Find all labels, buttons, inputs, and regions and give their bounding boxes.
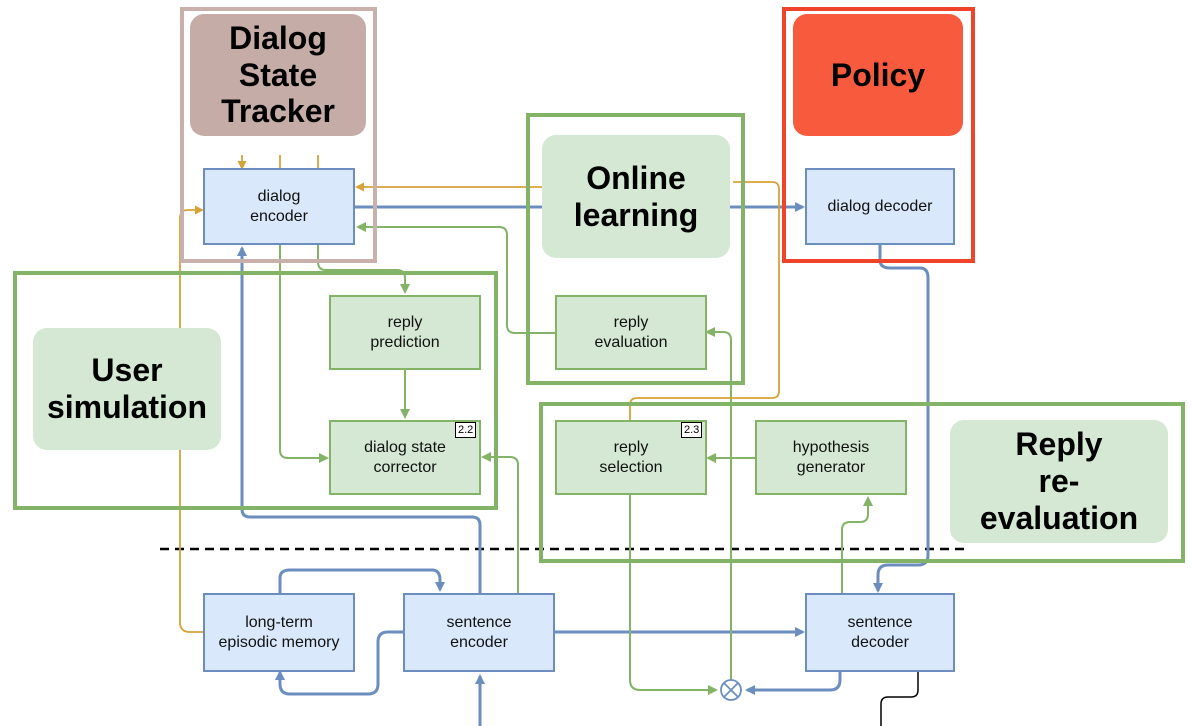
sentence-decoder-node: sentence decoder [805, 593, 955, 672]
policy-title: Policy [793, 14, 963, 136]
edge-encoder-to-corrector [279, 245, 329, 463]
sentence-encoder-node: sentence encoder [403, 593, 555, 672]
corrector-section-badge: 2.2 [455, 422, 477, 438]
long-term-memory-node: long-term episodic memory [203, 593, 355, 672]
online-learning-title: Online learning [542, 135, 730, 258]
dialog-state-tracker-title: Dialog State Tracker [190, 14, 366, 136]
dialog-encoder-node: dialog encoder [203, 168, 355, 245]
edge-selection-feedback [629, 181, 780, 420]
user-simulation-frame [13, 271, 498, 510]
edge-sentence-decoder-to-hypothesis [841, 496, 873, 593]
reply-evaluation-node: reply evaluation [555, 295, 707, 370]
hypothesis-generator-node: hypothesis generator [755, 420, 907, 495]
online-learning-frame [526, 113, 745, 385]
reply-prediction-node: reply prediction [329, 295, 481, 370]
edge-memory-to-sentence-encoder [278, 568, 445, 593]
edge-evaluation-to-encoder [356, 222, 555, 334]
edge-sentence-encoder-to-dialog-encoder [237, 246, 482, 593]
edge-sentence-decoder-output [880, 672, 919, 726]
circled-times-icon [720, 679, 742, 701]
edge-selection-to-combine [629, 495, 718, 695]
edge-sentence-encoder-to-corrector [481, 452, 519, 593]
dialog-decoder-node: dialog decoder [805, 168, 955, 245]
reply-reevaluation-title: Reply re- evaluation [950, 420, 1168, 543]
edge-sentence-encoder-to-memory [275, 630, 403, 696]
edge-dialog-decoder-to-sentence-decoder [873, 245, 930, 593]
edge-combine-to-evaluation [705, 327, 732, 680]
policy-frame [782, 7, 975, 263]
selection-section-badge: 2.3 [681, 422, 703, 438]
edge-sentence-decoder-to-combine [745, 672, 842, 695]
reply-reevaluation-frame [539, 402, 1185, 563]
dst-frame [180, 7, 377, 263]
user-simulation-title: User simulation [33, 328, 221, 450]
